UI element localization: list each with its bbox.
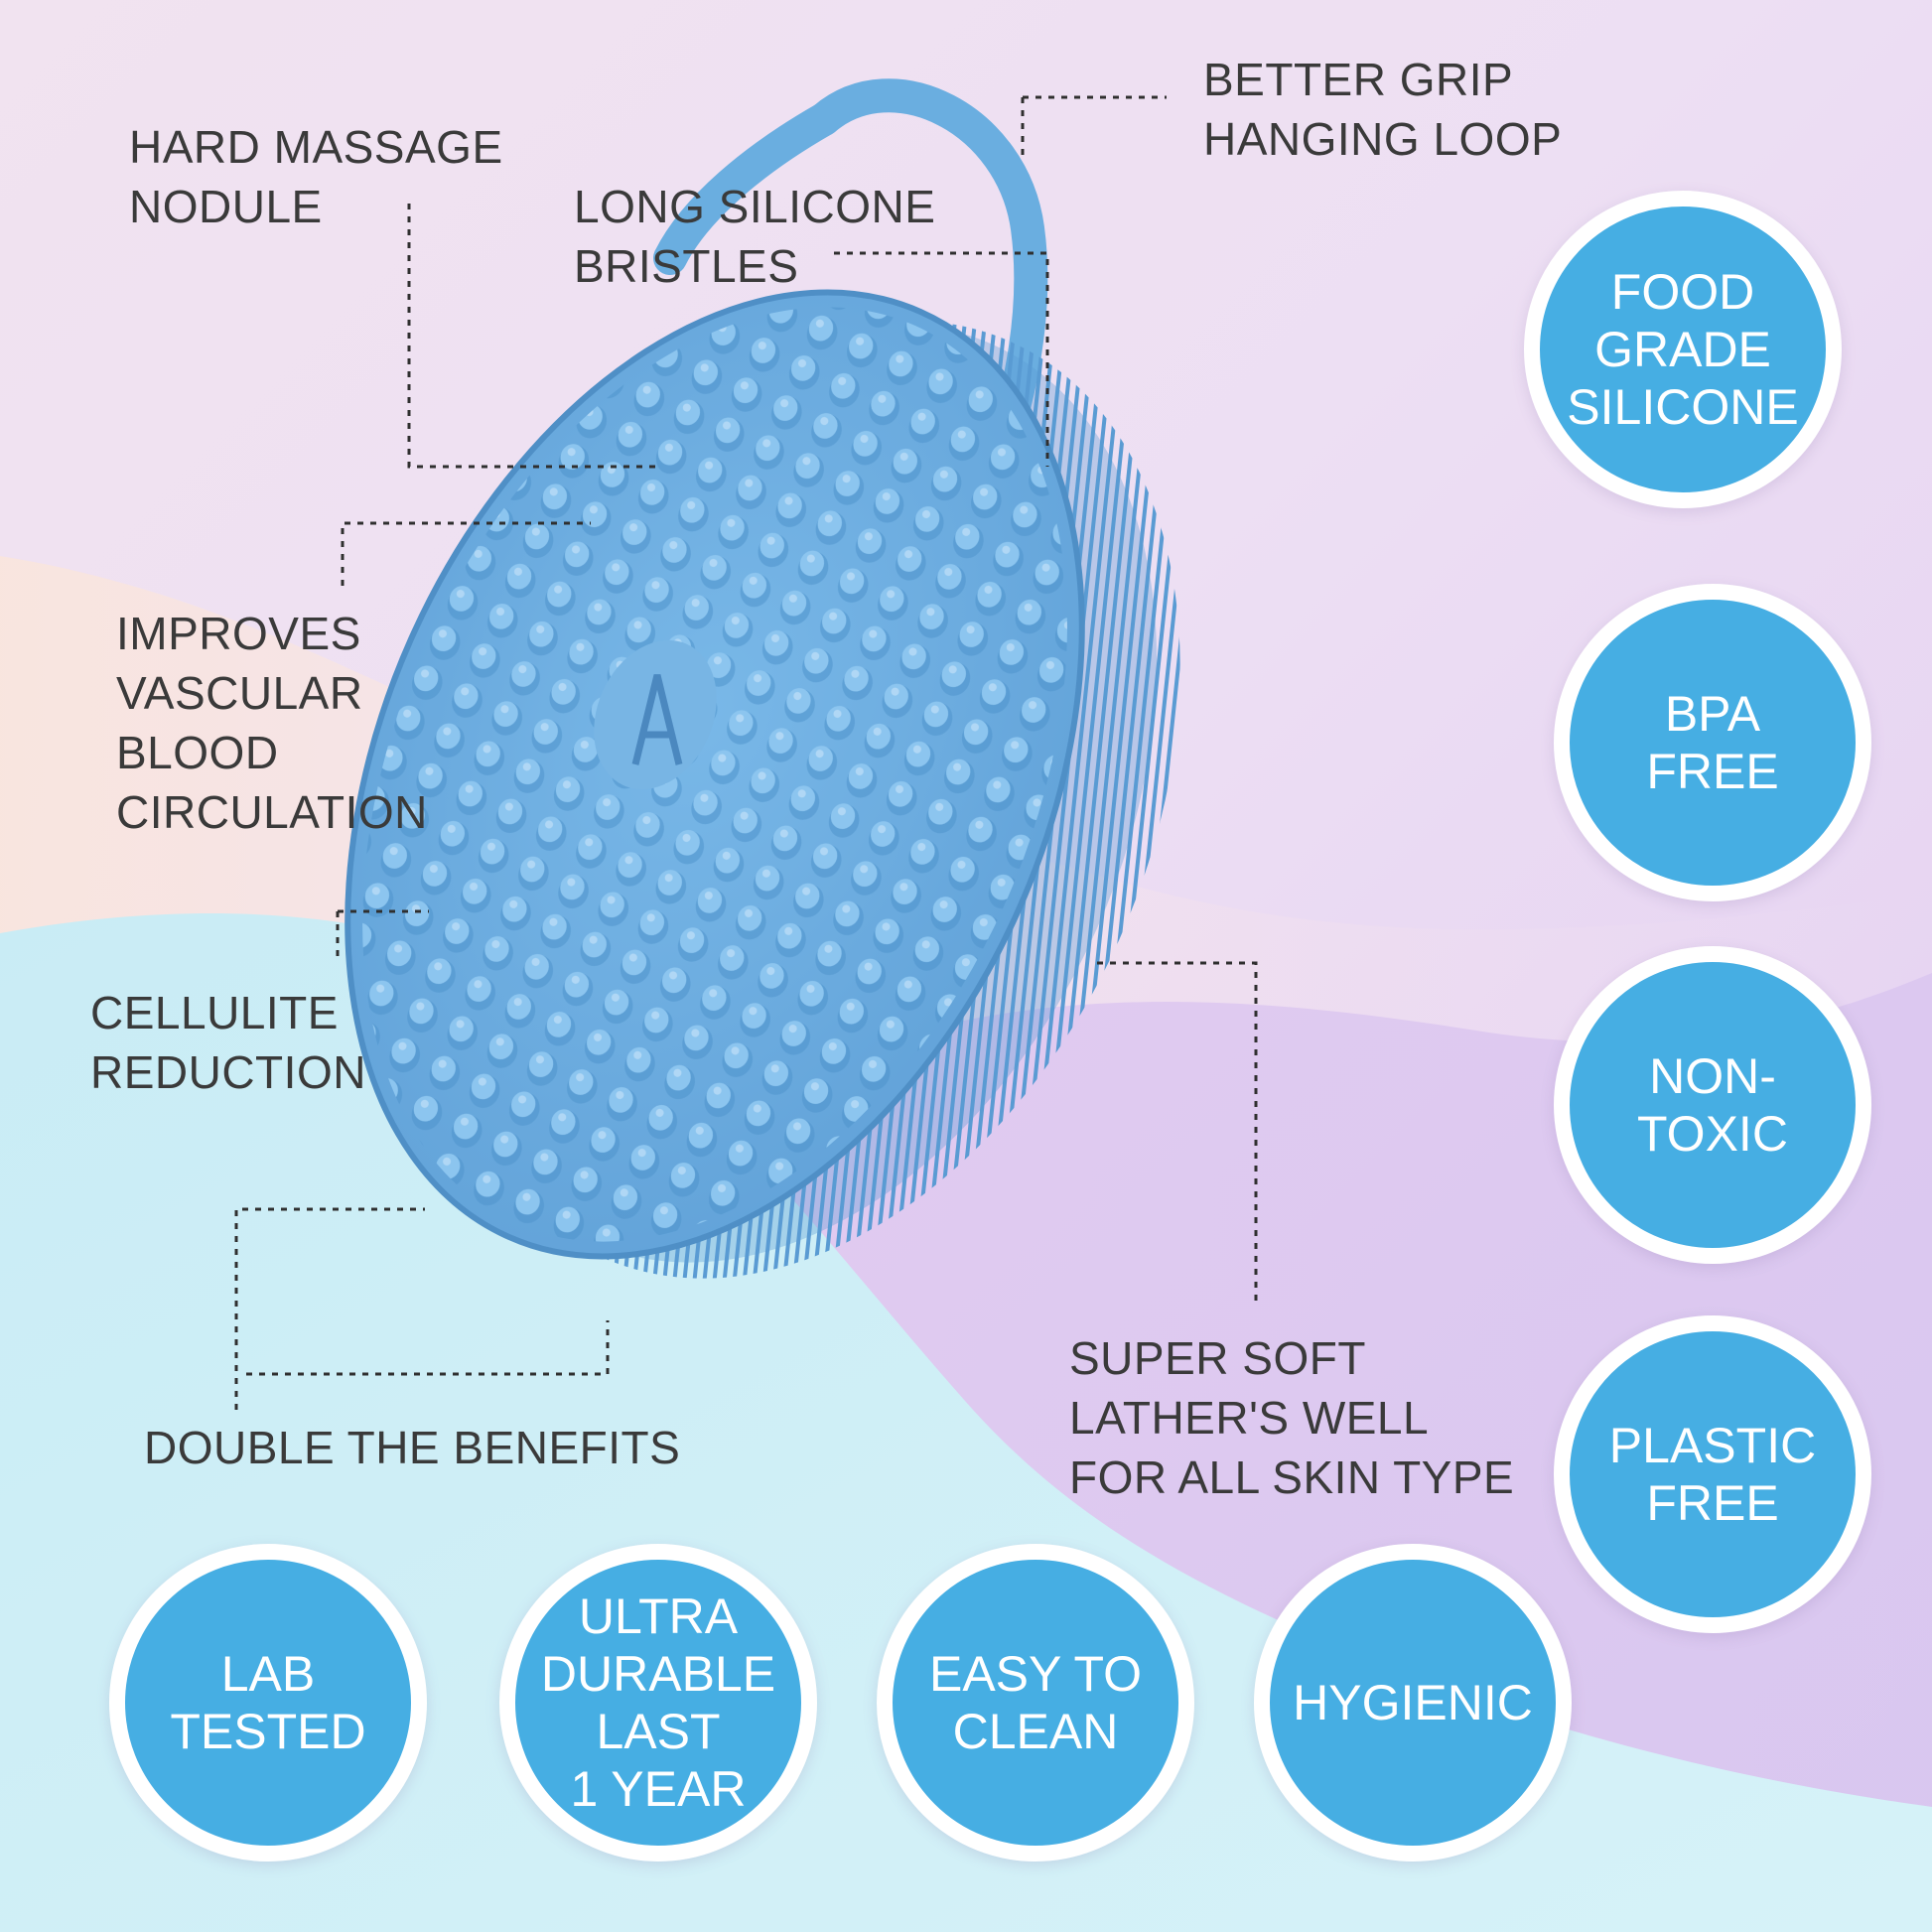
badge-label: EASY TO CLEAN [928,1646,1142,1759]
callout-super-soft: SUPER SOFT LATHER'S WELL FOR ALL SKIN TY… [1069,1332,1515,1503]
badge-hygienic: HYGIENIC [1254,1544,1572,1862]
badge-label: LAB TESTED [170,1646,366,1759]
callout-hard-massage-nodule: HARD MASSAGE NODULE [129,121,503,232]
badge-label: ULTRA DURABLE LAST 1 YEAR [540,1588,776,1817]
callout-long-silicone-bristles: LONG SILICONE BRISTLES [574,181,936,292]
badge-food-grade-silicone: FOOD GRADE SILICONE [1524,191,1842,508]
callout-better-grip-hanging-loop: BETTER GRIP HANGING LOOP [1203,54,1563,165]
brand-logo-icon [594,639,717,790]
badge-label: PLASTIC FREE [1608,1418,1817,1531]
badge-bpa-free: BPA FREE [1554,584,1871,901]
badge-label: BPA FREE [1646,686,1779,799]
badge-easy-to-clean: EASY TO CLEAN [877,1544,1194,1862]
callout-double-the-benefits: DOUBLE THE BENEFITS [144,1422,681,1473]
badge-label: NON- TOXIC [1637,1048,1788,1162]
callout-cellulite-reduction: CELLULITE REDUCTION [90,987,366,1098]
badge-non-toxic: NON- TOXIC [1554,946,1871,1264]
badge-label: HYGIENIC [1293,1675,1533,1730]
badge-ultra-durable: ULTRA DURABLE LAST 1 YEAR [499,1544,817,1862]
badge-lab-tested: LAB TESTED [109,1544,427,1862]
callout-improves-circulation: IMPROVES VASCULAR BLOOD CIRCULATION [116,608,428,838]
badge-label: FOOD GRADE SILICONE [1567,264,1799,435]
badge-plastic-free: PLASTIC FREE [1554,1315,1871,1633]
